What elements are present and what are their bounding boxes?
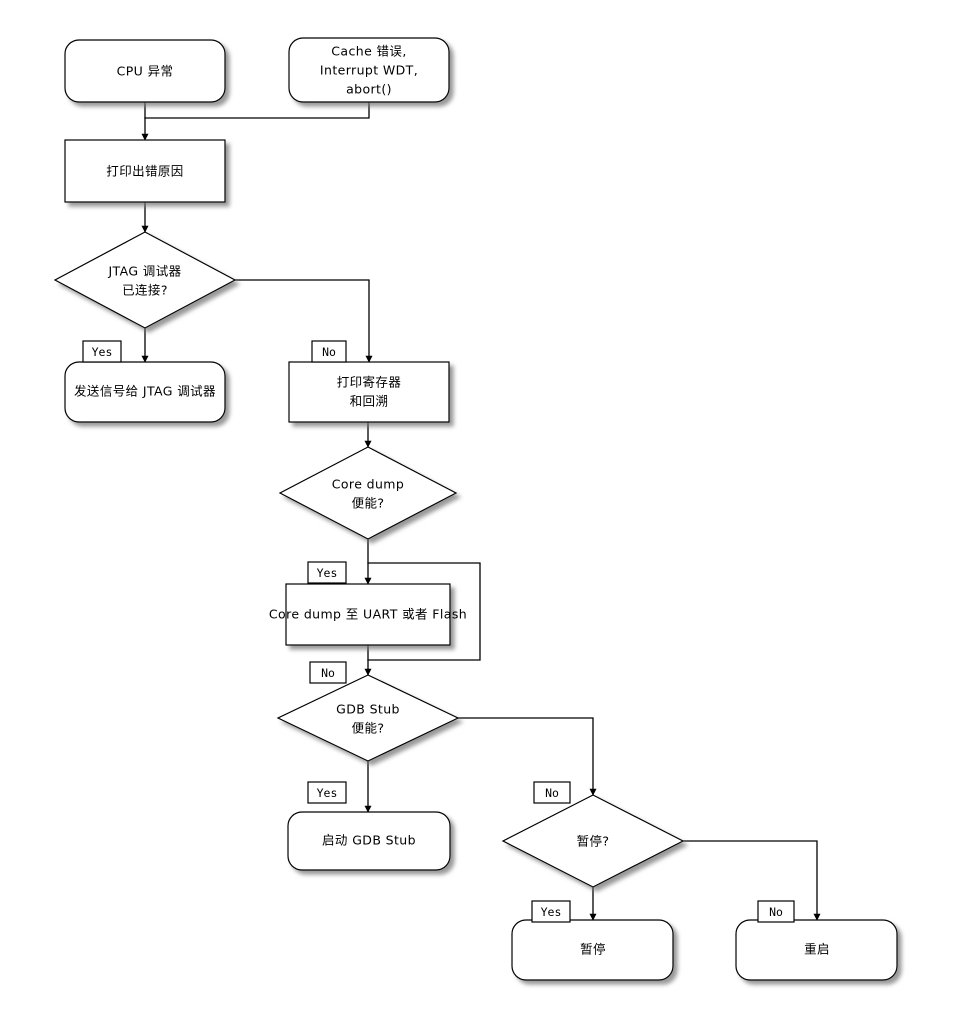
edge-coredump-no-bypass	[367, 562, 481, 661]
node-start-gdbstub[interactable]: 启动 GDB Stub	[287, 811, 451, 871]
edge-label-jtag-yes: Yes	[82, 340, 122, 363]
node-print-reason[interactable]: 打印出错原因	[64, 139, 226, 203]
node-coredump-decision[interactable]: Core dump 便能?	[278, 446, 458, 540]
node-halt-decision-label: 暂停?	[577, 834, 610, 849]
edge-label-halt-no-text: No	[769, 905, 783, 919]
edge-label-gdbstub-yes: Yes	[307, 781, 347, 804]
node-gdbstub-decision-label-line1: GDB Stub	[336, 702, 400, 717]
edge-halt-no-to-reboot	[682, 840, 821, 921]
node-coredump-action-label: Core dump 至 UART 或者 Flash	[269, 607, 467, 622]
edges-layer	[141, 101, 821, 921]
edge-label-halt-no: No	[757, 900, 795, 923]
node-coredump-decision-label-line1: Core dump	[332, 477, 404, 492]
node-cache-error-label-line1: Cache 错误,	[331, 44, 406, 59]
node-print-registers-label-line1: 打印寄存器	[337, 375, 402, 390]
edge-gdbstub-no-to-halt	[457, 717, 597, 796]
node-signal-jtag[interactable]: 发送信号给 JTAG 调试器	[64, 361, 226, 423]
edge-label-coredump-no-text: No	[321, 666, 335, 680]
edge-label-jtag-no-text: No	[322, 345, 336, 359]
node-start-gdbstub-label: 启动 GDB Stub	[322, 833, 416, 848]
edge-label-gdbstub-yes-text: Yes	[317, 786, 338, 800]
node-coredump-action[interactable]: Core dump 至 UART 或者 Flash	[269, 583, 467, 646]
node-print-reason-label: 打印出错原因	[106, 164, 183, 179]
node-gdbstub-decision-label-line2: 便能?	[352, 721, 385, 736]
node-halt-action-label: 暂停	[580, 942, 606, 957]
node-halt-decision[interactable]: 暂停?	[501, 794, 685, 888]
node-jtag-decision[interactable]: JTAG 调试器 已连接?	[53, 231, 237, 329]
node-coredump-decision-label-line2: 便能?	[352, 496, 385, 511]
edge-label-jtag-no: No	[311, 340, 347, 363]
node-cache-error[interactable]: Cache 错误, Interrupt WDT, abort()	[288, 37, 450, 103]
edge-label-coredump-no: No	[309, 661, 347, 684]
node-jtag-decision-label-line2: 已连接?	[122, 283, 168, 298]
node-print-registers-label-line2: 和回溯	[350, 394, 389, 409]
node-print-registers[interactable]: 打印寄存器 和回溯	[288, 361, 450, 423]
edge-label-gdbstub-no-text: No	[545, 786, 559, 800]
node-gdbstub-decision[interactable]: GDB Stub 便能?	[276, 674, 460, 762]
edge-labels-layer: Yes No Yes No Yes No	[82, 340, 795, 923]
edge-label-halt-yes: Yes	[531, 900, 571, 923]
node-cache-error-label-line3: abort()	[346, 82, 392, 97]
node-reboot-action[interactable]: 重启	[735, 919, 898, 981]
node-cpu-exception[interactable]: CPU 异常	[64, 39, 226, 103]
edge-label-jtag-yes-text: Yes	[92, 345, 113, 359]
edge-jtag-no-to-print-registers	[234, 279, 373, 363]
node-cpu-exception-label: CPU 异常	[117, 64, 174, 79]
edge-label-coredump-yes-text: Yes	[317, 566, 338, 580]
edge-label-gdbstub-no: No	[533, 781, 571, 804]
node-reboot-action-label: 重启	[804, 942, 830, 957]
node-jtag-decision-label-line1: JTAG 调试器	[107, 264, 181, 279]
edge-label-halt-yes-text: Yes	[541, 905, 562, 919]
node-cache-error-label-line2: Interrupt WDT,	[320, 63, 418, 78]
edge-label-coredump-yes: Yes	[307, 561, 347, 584]
edge-cache-to-print-reason	[144, 101, 370, 119]
node-signal-jtag-label: 发送信号给 JTAG 调试器	[74, 384, 216, 399]
node-halt-action[interactable]: 暂停	[511, 919, 674, 981]
